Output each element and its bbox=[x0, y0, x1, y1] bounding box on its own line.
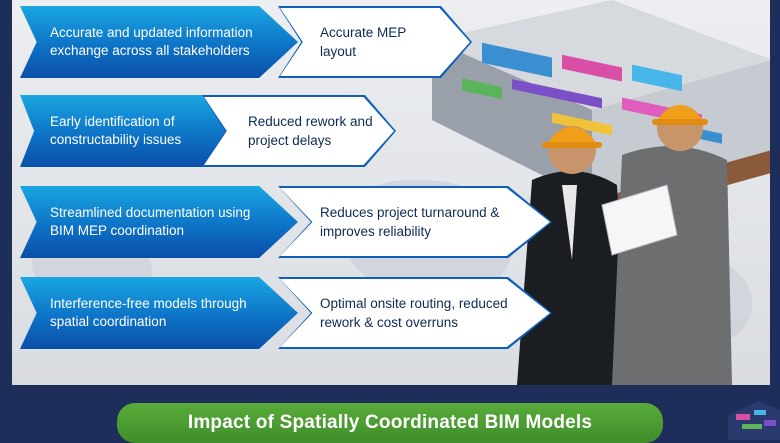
blueprint-paper bbox=[601, 184, 678, 256]
impact-text: Optimal onsite routing, reduced rework &… bbox=[320, 296, 508, 330]
impact-text: Accurate MEP layout bbox=[320, 25, 407, 59]
benefit-text: Streamlined documentation using BIM MEP … bbox=[50, 205, 251, 238]
benefit-text: Early identification of constructability… bbox=[50, 114, 182, 147]
benefit-text: Interference-free models through spatial… bbox=[50, 296, 247, 329]
benefit-arrow bbox=[20, 6, 298, 78]
benefit-text: Accurate and updated information exchang… bbox=[50, 25, 253, 58]
benefit-arrow bbox=[20, 277, 298, 349]
benefit-row-2: Early identification of constructability… bbox=[20, 95, 580, 167]
benefit-arrow bbox=[20, 186, 298, 258]
benefit-row-4: Interference-free models through spatial… bbox=[20, 277, 580, 349]
bim-model-corner-illustration bbox=[728, 401, 780, 440]
bim-building-engineers-illustration bbox=[432, 0, 770, 385]
impact-chevron bbox=[280, 188, 550, 256]
impact-text: Reduces project turnaround & improves re… bbox=[320, 205, 500, 239]
impact-text: Reduced rework and project delays bbox=[248, 114, 373, 148]
impact-chevron bbox=[280, 8, 470, 76]
impact-chevron bbox=[280, 279, 550, 347]
infographic-panel: Accurate and updated information exchang… bbox=[12, 0, 770, 385]
impact-chevron bbox=[204, 97, 394, 165]
footer-title: Impact of Spatially Coordinated BIM Mode… bbox=[117, 403, 663, 443]
benefit-row-1: Accurate and updated information exchang… bbox=[20, 6, 580, 78]
benefit-row-3: Streamlined documentation using BIM MEP … bbox=[20, 186, 580, 258]
